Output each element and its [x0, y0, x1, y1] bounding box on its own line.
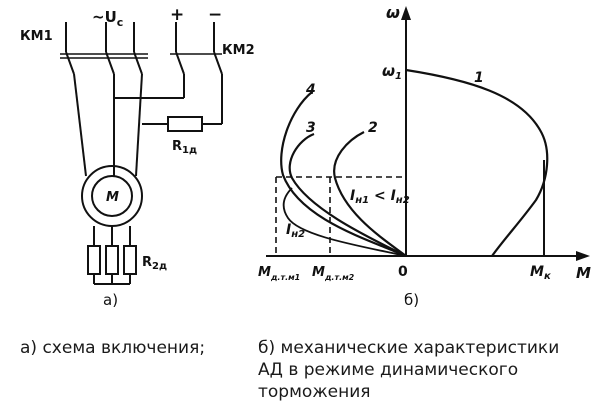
x-axis-arrow: [576, 251, 590, 261]
caption-a-text: а) схема включения;: [20, 338, 206, 358]
x-axis-label: M: [576, 264, 591, 282]
source-label: ~Uc: [92, 8, 123, 29]
y-axis-label: ω: [386, 3, 400, 22]
in2-label: Iн2: [286, 222, 305, 240]
omega1-label: ω1: [382, 62, 402, 82]
motor-label: M: [106, 190, 119, 205]
wiring-labels: КМ1 КМ2 ~Uc + − R1д M R2д а): [20, 5, 255, 309]
curve-extra: [282, 187, 407, 257]
plus-label: +: [170, 5, 184, 25]
caption-b: б) механические характеристики АД в режи…: [258, 337, 588, 403]
caption-a: а) схема включения;: [20, 337, 245, 359]
panel-b-label: б): [404, 291, 419, 309]
mk-label: Mк: [530, 264, 551, 282]
current-relation: Iн1 < Iн2: [350, 188, 410, 206]
mdtm2-label: Mд.т.м2: [312, 265, 355, 282]
caption-b-line1: б) механические характеристики: [258, 338, 560, 358]
characteristics-graph: ω ω1 M 0 Mк 1 2 3 4 Iн1 < Iн2 Iн2 Mд.т.м…: [258, 3, 591, 309]
curve-2-label: 2: [368, 120, 378, 136]
y-axis-arrow: [401, 6, 411, 20]
origin-label: 0: [398, 264, 408, 280]
wiring-scheme: [60, 22, 223, 285]
minus-label: −: [208, 5, 222, 25]
km2-label: КМ2: [222, 43, 255, 58]
curve-1-label: 1: [474, 70, 484, 86]
r1-label: R1д: [172, 139, 197, 156]
curve-4-label: 4: [305, 82, 316, 98]
km1-label: КМ1: [20, 29, 53, 44]
curve-2: [333, 131, 407, 257]
curve-4: [280, 91, 407, 258]
panel-a-label: а): [103, 291, 118, 309]
curve-3-label: 3: [306, 120, 316, 136]
mdtm1-label: Mд.т.м1: [258, 265, 300, 282]
caption-b-line2: АД в режиме динамического: [258, 360, 519, 380]
caption-b-line3: торможения: [258, 382, 371, 402]
curve-3: [288, 132, 407, 257]
r2-label: R2д: [142, 255, 167, 272]
figure: КМ1 КМ2 ~Uc + − R1д M R2д а): [20, 3, 591, 309]
curve-1: [405, 68, 549, 257]
